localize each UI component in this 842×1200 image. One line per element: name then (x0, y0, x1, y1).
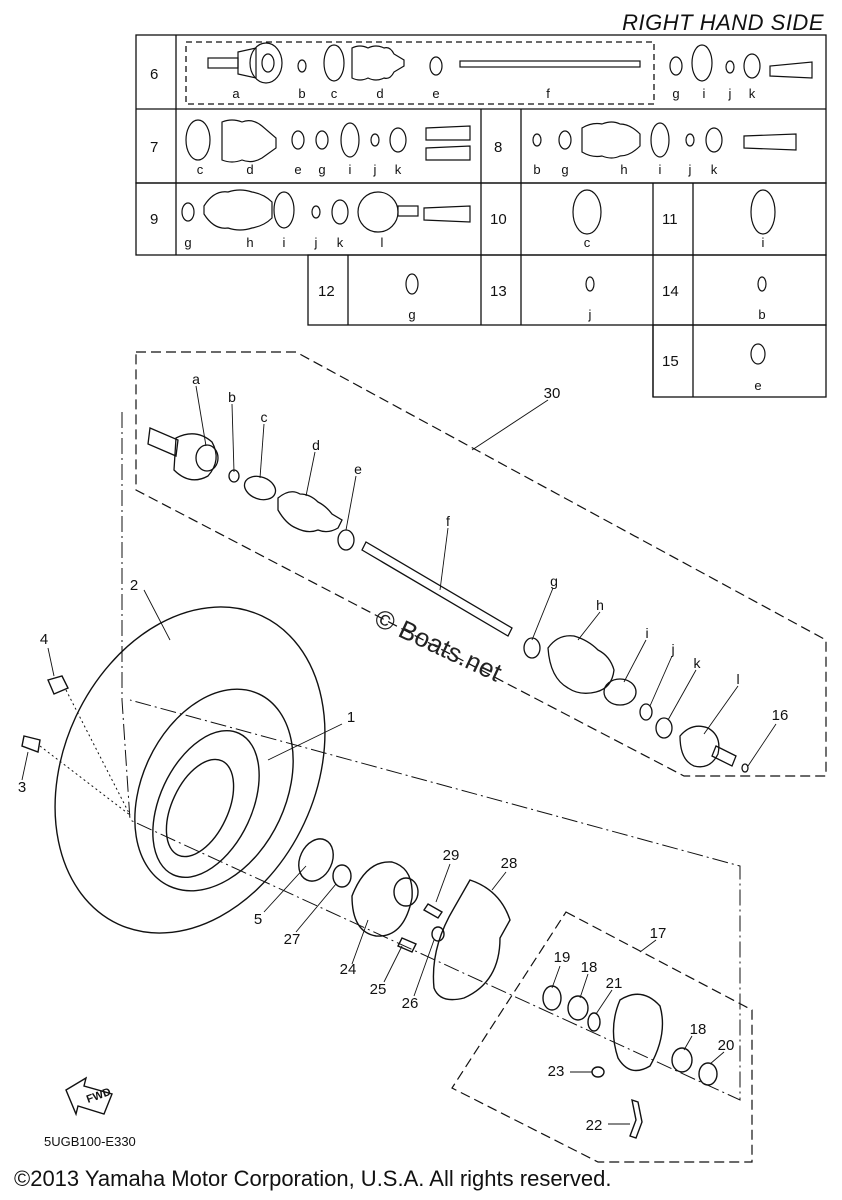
kit-number-8: 8 (494, 139, 502, 156)
kit-6-letter-i: i (703, 86, 706, 101)
kit-7-letter-d: d (246, 162, 253, 177)
callout-28: 28 (501, 855, 518, 872)
kit-13-letter-j: j (588, 307, 592, 322)
kit-9-letter-g: g (184, 235, 191, 250)
kit-6-letter-c: c (331, 86, 338, 101)
assembly-17-boundary (451, 911, 753, 1163)
callout-j: j (670, 641, 674, 657)
assembly-30-boundary (135, 351, 827, 777)
kit-6-letter-e: e (432, 86, 439, 101)
kit-7-letter-i: i (349, 162, 352, 177)
kit-9-letter-h: h (246, 235, 253, 250)
callout-24: 24 (340, 961, 357, 978)
kit-7-letter-g: g (318, 162, 325, 177)
kit-6-letter-g: g (672, 86, 679, 101)
kit-number-6: 6 (150, 66, 158, 83)
copyright-notice: ©2013 Yamaha Motor Corporation, U.S.A. A… (14, 1166, 612, 1191)
kit-part-sketches (181, 42, 813, 365)
callout-16: 16 (772, 707, 789, 724)
kit-8-letter-b: b (533, 162, 540, 177)
kit-9-letter-l: l (381, 235, 384, 250)
kit-8-letter-j: j (688, 162, 692, 177)
kit-8-letter-i: i (659, 162, 662, 177)
callout-g: g (550, 573, 558, 589)
kit-12-letter-g: g (408, 307, 415, 322)
callout-30: 30 (544, 385, 561, 402)
callout-5: 5 (254, 911, 262, 928)
kit-6-letter-b: b (298, 86, 305, 101)
callout-4: 4 (40, 631, 48, 648)
callout-23: 23 (548, 1063, 565, 1080)
kit-number-7: 7 (150, 139, 158, 156)
callout-21: 21 (606, 975, 623, 992)
callout-27: 27 (284, 931, 301, 948)
callout-20: 20 (718, 1037, 735, 1054)
callout-2: 2 (130, 577, 138, 594)
callout-3: 3 (18, 779, 26, 796)
kit-9-letter-i: i (283, 235, 286, 250)
callout-k: k (694, 655, 702, 671)
kit-6-letter-f: f (546, 86, 550, 101)
callout-26: 26 (402, 995, 419, 1012)
kit-8-letter-k: k (711, 162, 718, 177)
callout-22: 22 (586, 1117, 603, 1134)
kit-15-letter-e: e (754, 378, 761, 393)
wheel-hub-drawing (21, 606, 718, 1139)
callout-18-top: 18 (581, 959, 598, 976)
callout-19: 19 (554, 949, 571, 966)
callout-25: 25 (370, 981, 387, 998)
kit-7-letter-k: k (395, 162, 402, 177)
kit-9-letter-j: j (314, 235, 318, 250)
callout-a: a (192, 371, 200, 387)
callout-d: d (312, 437, 320, 453)
kit-6-letter-a: a (232, 86, 240, 101)
callout-1: 1 (347, 709, 355, 726)
kit-6-letter-d: d (376, 86, 383, 101)
kit-number-13: 13 (490, 283, 507, 300)
callout-f: f (446, 513, 450, 529)
callout-l: l (736, 671, 739, 687)
callout-18-bottom: 18 (690, 1021, 707, 1038)
callout-29: 29 (443, 847, 460, 864)
kit-8-letter-g: g (561, 162, 568, 177)
kit-number-14: 14 (662, 283, 679, 300)
kit-6-letter-j: j (728, 86, 732, 101)
kit-7-letter-c: c (197, 162, 204, 177)
kit-9-letter-k: k (337, 235, 344, 250)
kit-10-letter-c: c (584, 235, 591, 250)
kit-8-letter-h: h (620, 162, 627, 177)
kit-7-letter-e: e (294, 162, 301, 177)
callout-e: e (354, 461, 362, 477)
kit-7-letter-j: j (373, 162, 377, 177)
kit-number-9: 9 (150, 211, 158, 228)
callout-c: c (261, 409, 268, 425)
callout-17: 17 (650, 925, 667, 942)
kit-number-12: 12 (318, 283, 335, 300)
callout-i: i (645, 625, 648, 641)
kit-number-11: 11 (662, 211, 678, 228)
kit-number-10: 10 (490, 211, 507, 228)
page-title: RIGHT HAND SIDE (622, 10, 824, 35)
kit-14-letter-b: b (758, 307, 765, 322)
shaft-assembly-drawing (147, 427, 749, 773)
kit-6-letter-k: k (749, 86, 756, 101)
kit-number-15: 15 (662, 353, 679, 370)
kit-11-letter-i: i (762, 235, 765, 250)
diagram-code: 5UGB100-E330 (44, 1134, 136, 1149)
callout-h: h (596, 597, 604, 613)
callout-b: b (228, 389, 236, 405)
